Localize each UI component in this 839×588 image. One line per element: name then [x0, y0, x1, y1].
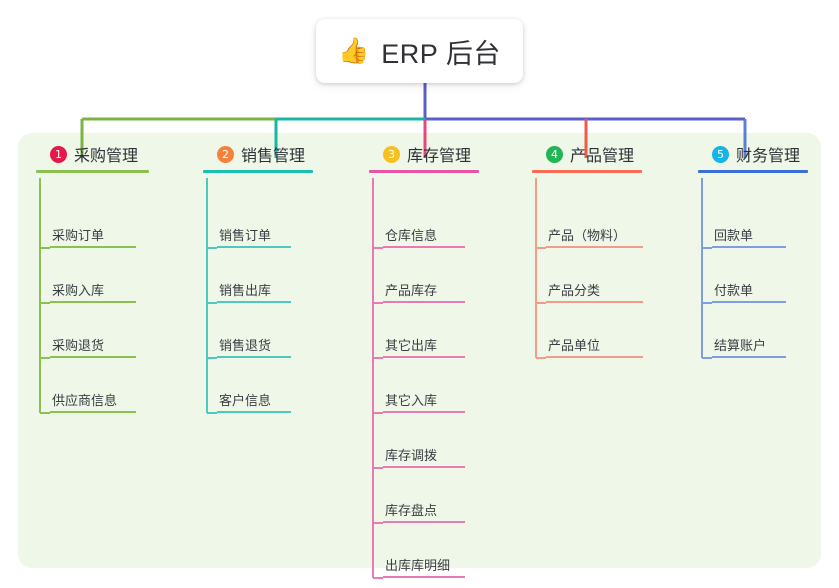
leaf-item[interactable]: 结算账户 — [712, 338, 786, 358]
leaf-label: 库存盘点 — [385, 503, 438, 518]
branch-header-4[interactable]: 4 产品管理 — [532, 140, 642, 173]
leaf-underline — [383, 356, 465, 358]
leaf-item[interactable]: 供应商信息 — [50, 393, 136, 413]
leaf-label: 产品分类 — [548, 283, 601, 298]
branch-column-3: 3 库存管理 — [369, 140, 479, 173]
branch-header-3[interactable]: 3 库存管理 — [369, 140, 479, 173]
leaf-label: 采购订单 — [52, 228, 105, 243]
leaf-underline — [217, 411, 291, 413]
leaf-item[interactable]: 销售订单 — [217, 228, 291, 248]
leaf-label: 销售退货 — [219, 338, 272, 353]
leaf-item[interactable]: 销售退货 — [217, 338, 291, 358]
root-title: ERP 后台 — [381, 38, 501, 69]
leaf-underline — [383, 576, 465, 578]
leaf-item[interactable]: 采购入库 — [50, 283, 136, 303]
leaf-underline — [712, 301, 786, 303]
leaf-item[interactable]: 客户信息 — [217, 393, 291, 413]
branch-title-4: 产品管理 — [570, 148, 635, 165]
leaf-item[interactable]: 出库库明细 — [383, 558, 465, 578]
leaf-label: 供应商信息 — [52, 393, 118, 408]
leaf-label: 销售出库 — [219, 283, 272, 298]
branch-badge-2: 2 — [217, 145, 234, 163]
leaf-item[interactable]: 产品分类 — [546, 283, 643, 303]
branch-title-5: 财务管理 — [736, 148, 801, 165]
leaf-label: 出库库明细 — [385, 558, 451, 573]
leaf-underline — [50, 356, 136, 358]
leaf-underline — [712, 246, 786, 248]
branch-underline-1 — [36, 170, 149, 173]
leaf-underline — [383, 466, 465, 468]
leaf-item[interactable]: 销售出库 — [217, 283, 291, 303]
branch-column-2: 2 销售管理 — [203, 140, 313, 173]
leaf-underline — [383, 521, 465, 523]
leaf-label: 产品单位 — [548, 338, 601, 353]
leaf-label: 销售订单 — [219, 228, 272, 243]
leaf-item[interactable]: 回款单 — [712, 228, 786, 248]
leaf-underline — [217, 246, 291, 248]
root-node[interactable]: 👍 ERP 后台 — [316, 19, 523, 83]
leaf-label: 产品（物料） — [548, 228, 627, 243]
leaf-item[interactable]: 其它出库 — [383, 338, 465, 358]
branch-panel-background — [18, 133, 821, 568]
branch-underline-2 — [203, 170, 313, 173]
branch-badge-3: 3 — [383, 145, 400, 163]
branch-underline-3 — [369, 170, 479, 173]
branch-title-1: 采购管理 — [74, 148, 139, 165]
leaf-label: 产品库存 — [385, 283, 438, 298]
leaf-item[interactable]: 库存盘点 — [383, 503, 465, 523]
branch-underline-5 — [698, 170, 808, 173]
leaf-label: 仓库信息 — [385, 228, 438, 243]
branch-title-2: 销售管理 — [241, 148, 306, 165]
branch-column-1: 1 采购管理 — [36, 140, 149, 173]
leaf-label: 采购退货 — [52, 338, 105, 353]
leaf-underline — [546, 356, 643, 358]
branch-header-5[interactable]: 5 财务管理 — [698, 140, 808, 173]
leaf-label: 结算账户 — [714, 338, 767, 353]
branch-column-4: 4 产品管理 — [532, 140, 642, 173]
leaf-item[interactable]: 产品（物料） — [546, 228, 643, 248]
leaf-label: 采购入库 — [52, 283, 105, 298]
branch-header-2[interactable]: 2 销售管理 — [203, 140, 313, 173]
branch-badge-4: 4 — [546, 145, 563, 163]
leaf-underline — [217, 301, 291, 303]
leaf-item[interactable]: 仓库信息 — [383, 228, 465, 248]
branch-underline-4 — [532, 170, 642, 173]
leaf-label: 其它入库 — [385, 393, 438, 408]
branch-header-1[interactable]: 1 采购管理 — [36, 140, 149, 173]
leaf-item[interactable]: 产品库存 — [383, 283, 465, 303]
leaf-label: 回款单 — [714, 228, 754, 243]
leaf-item[interactable]: 其它入库 — [383, 393, 465, 413]
leaf-item[interactable]: 采购订单 — [50, 228, 136, 248]
leaf-underline — [383, 411, 465, 413]
leaf-label: 库存调拨 — [385, 448, 438, 463]
leaf-underline — [712, 356, 786, 358]
leaf-item[interactable]: 产品单位 — [546, 338, 643, 358]
leaf-item[interactable]: 库存调拨 — [383, 448, 465, 468]
leaf-underline — [50, 246, 136, 248]
leaf-underline — [383, 246, 465, 248]
branch-badge-1: 1 — [50, 145, 67, 163]
leaf-underline — [546, 301, 643, 303]
leaf-underline — [217, 356, 291, 358]
leaf-underline — [546, 246, 643, 248]
branch-title-3: 库存管理 — [407, 148, 472, 165]
leaf-label: 付款单 — [714, 283, 754, 298]
leaf-item[interactable]: 采购退货 — [50, 338, 136, 358]
leaf-label: 客户信息 — [219, 393, 272, 408]
thumbs-up-icon: 👍 — [338, 36, 370, 65]
leaf-underline — [383, 301, 465, 303]
branch-column-5: 5 财务管理 — [698, 140, 808, 173]
leaf-label: 其它出库 — [385, 338, 438, 353]
leaf-underline — [50, 301, 136, 303]
branch-badge-5: 5 — [712, 145, 729, 163]
leaf-underline — [50, 411, 136, 413]
leaf-item[interactable]: 付款单 — [712, 283, 786, 303]
